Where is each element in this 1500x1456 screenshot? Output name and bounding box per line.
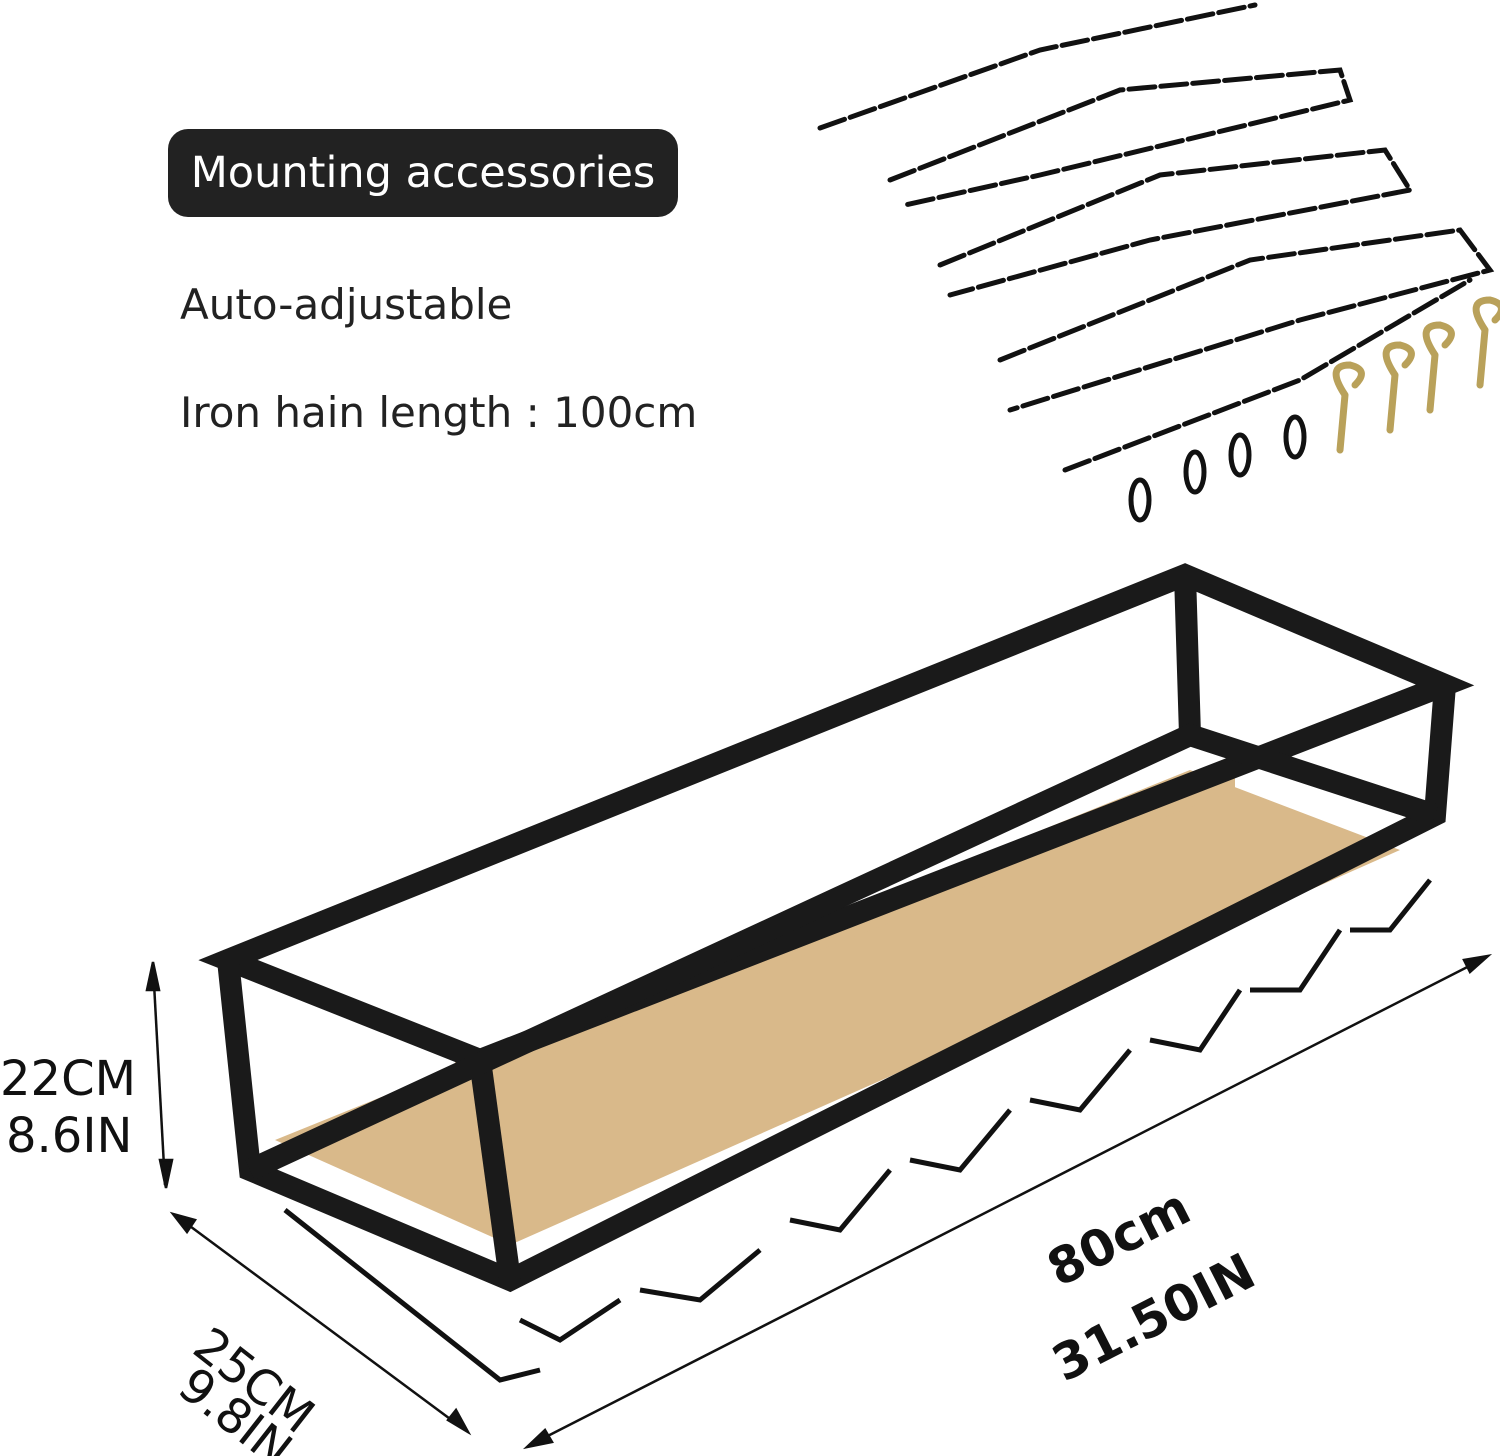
chains [817,2,1495,473]
feature-chain-length: Iron hain length : 100cm [180,388,698,437]
wood-shelf-bottom [275,770,1400,1245]
chain-2 [887,67,1354,208]
carabiners [1128,414,1307,523]
height-cm-label: 22CM [0,1051,137,1107]
mounting-accessories-badge: Mounting accessories [168,129,678,217]
dimension-arrows [145,954,1493,1450]
metal-frame [198,563,1475,1293]
feature-auto-adjustable: Auto-adjustable [180,280,513,329]
chain-3 [937,147,1415,298]
chain-5 [1062,277,1473,473]
chain-4 [997,227,1495,413]
expansion-hooks [1332,296,1500,454]
chain-1 [817,2,1258,131]
height-in-label: 8.6IN [6,1108,133,1164]
glass-holders [283,878,1432,1383]
